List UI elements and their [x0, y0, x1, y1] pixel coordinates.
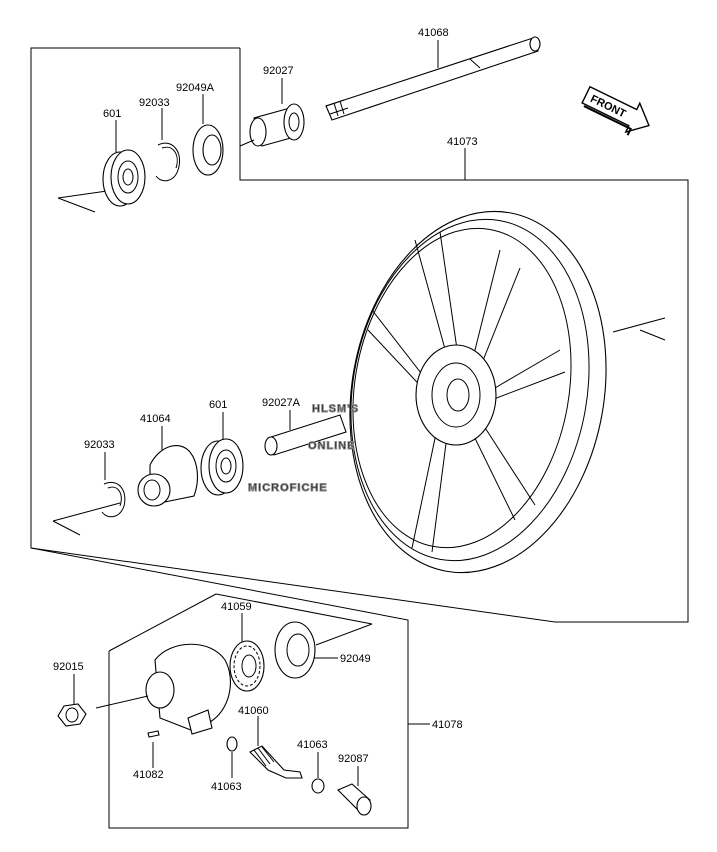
- label-41063-b: 41063: [297, 739, 328, 751]
- label-601-left: 601: [209, 399, 227, 411]
- label-92033-right: 92033: [139, 97, 170, 109]
- assembly-outline: [30, 47, 689, 829]
- bearing-601-right[interactable]: [102, 120, 146, 207]
- seal-92049[interactable]: [274, 621, 338, 679]
- wheel-41073[interactable]: [322, 148, 666, 593]
- gearbox-housing[interactable]: [95, 643, 231, 735]
- label-92049A: 92049A: [176, 82, 215, 94]
- seal-92049A[interactable]: [192, 94, 224, 176]
- label-41064: 41064: [140, 413, 171, 425]
- front-arrow-icon: FRONT: [581, 85, 650, 136]
- circlip-92033-right[interactable]: [155, 108, 180, 182]
- washer-41063-a[interactable]: [226, 736, 238, 778]
- label-41073: 41073: [447, 136, 478, 148]
- label-41059: 41059: [221, 601, 252, 613]
- label-41082: 41082: [133, 769, 164, 781]
- coupling-41064[interactable]: [137, 426, 199, 507]
- label-92027A: 92027A: [262, 397, 301, 409]
- pin-41082[interactable]: [147, 730, 160, 768]
- label-41078: 41078: [432, 719, 463, 731]
- label-601-right: 601: [103, 108, 121, 120]
- circlip-92033-left[interactable]: [101, 452, 126, 518]
- watermark-line-2: ONLINE: [308, 440, 356, 452]
- collar-92027[interactable]: [239, 78, 305, 147]
- pinion-41060[interactable]: [249, 716, 303, 779]
- watermark-line-3: MICROFICHE: [248, 482, 328, 494]
- label-41060: 41060: [238, 705, 269, 717]
- watermark-line-1: HLSM'S: [312, 403, 359, 415]
- gear-41059[interactable]: [229, 613, 265, 692]
- bearing-601-left[interactable]: [200, 412, 244, 496]
- nut-92015[interactable]: [57, 674, 87, 727]
- label-41063-a: 41063: [211, 781, 242, 793]
- label-92027: 92027: [263, 65, 294, 77]
- collar-92027A[interactable]: [264, 410, 347, 456]
- label-92087: 92087: [338, 753, 369, 765]
- axle-41068[interactable]: [325, 36, 541, 121]
- label-92015: 92015: [53, 661, 84, 673]
- washer-41063-b[interactable]: [311, 752, 325, 794]
- label-92033-left: 92033: [84, 439, 115, 451]
- watermark: HLSM'S ONLINE MICROFICHE: [248, 403, 359, 495]
- label-41068: 41068: [418, 27, 449, 39]
- label-92049: 92049: [340, 653, 371, 665]
- bushing-92087[interactable]: [337, 766, 372, 816]
